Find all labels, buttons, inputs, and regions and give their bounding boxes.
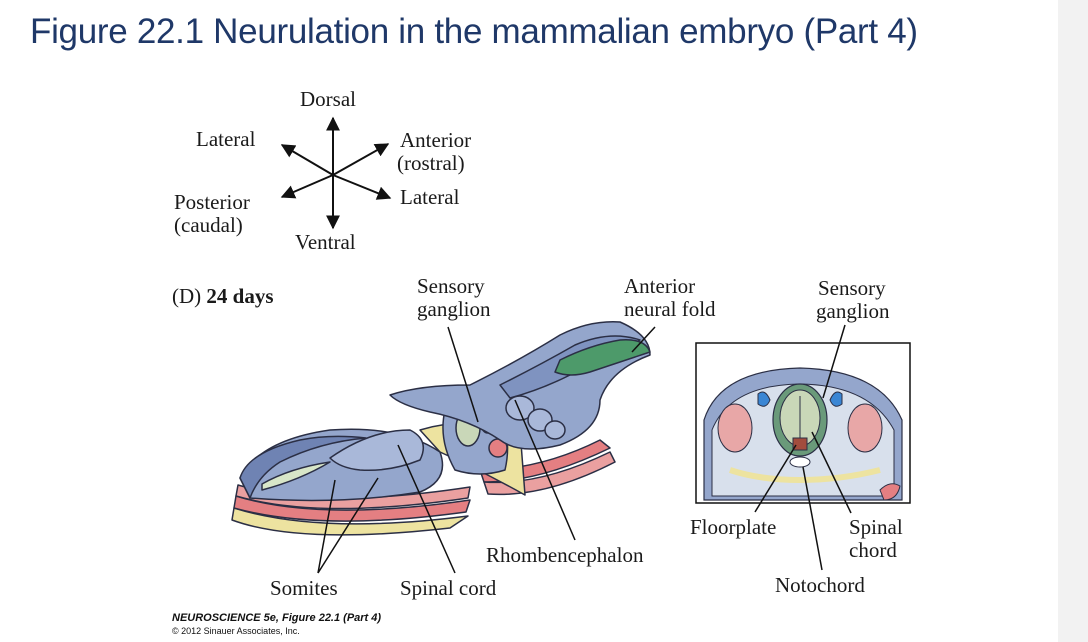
label-anterior-sub: (rostral): [397, 151, 465, 175]
anterior-arrow: [332, 143, 390, 176]
right-edge-strip: [1058, 0, 1088, 642]
label-rhombencephalon: Rhombencephalon: [486, 543, 644, 567]
label-sensory-ganglion-main-1: Sensory: [417, 274, 485, 298]
label-spinal-cord: Spinal cord: [400, 576, 497, 600]
label-posterior: Posterior: [174, 190, 250, 214]
label-sensory-ganglion-inset-2: ganglion: [816, 299, 890, 323]
anterior-neural-fold-tissue: [554, 339, 651, 376]
lateral-right-arrow: [332, 174, 392, 200]
posterior-arrow: [280, 174, 334, 199]
leader-lines: [317, 324, 852, 574]
label-sensory-ganglion-main-2: ganglion: [417, 297, 491, 321]
cross-section-inset: [695, 342, 911, 504]
label-ventral: Ventral: [295, 230, 356, 254]
figure-credit: NEUROSCIENCE 5e, Figure 22.1 (Part 4) © …: [172, 612, 381, 637]
inset-somite-left: [717, 403, 753, 453]
label-anterior-neural-fold-2: neural fold: [624, 297, 716, 321]
label-somites: Somites: [270, 576, 338, 600]
inset-somite-right: [847, 403, 883, 453]
credit-line-1: NEUROSCIENCE 5e, Figure 22.1 (Part 4): [172, 612, 382, 624]
label-spinal-chord-2: chord: [849, 538, 897, 562]
page-title: Figure 22.1 Neurulation in the mammalian…: [30, 12, 918, 51]
caudal-ridge: [329, 429, 425, 472]
label-anterior-neural-fold-1: Anterior: [624, 274, 696, 298]
panel-letter: (D): [172, 284, 202, 308]
orientation-compass: [280, 116, 392, 230]
rhombomeres: [505, 395, 566, 440]
inset-ganglion-right: [829, 391, 843, 407]
label-posterior-sub: (caudal): [174, 213, 243, 237]
panel-heading: (D) 24 days: [172, 284, 274, 308]
lateral-left-arrow: [280, 144, 334, 176]
label-notochord: Notochord: [775, 573, 865, 597]
label-dorsal: Dorsal: [300, 87, 356, 111]
credit-line-2: © 2012 Sinauer Associates, Inc.: [172, 626, 300, 636]
label-sensory-ganglion-inset-1: Sensory: [818, 276, 886, 300]
inset-neural-tube: [772, 383, 828, 457]
embryo-illustration: [231, 321, 651, 536]
label-floorplate: Floorplate: [690, 515, 777, 539]
label-lateral-right: Lateral: [400, 185, 460, 209]
inset-notochord: [789, 456, 811, 468]
inset-ganglion-left: [757, 391, 771, 407]
panel-age: 24 days: [206, 284, 274, 308]
label-spinal-chord-1: Spinal: [849, 515, 903, 539]
label-anterior: Anterior: [400, 128, 472, 152]
label-lateral-left: Lateral: [196, 127, 256, 151]
